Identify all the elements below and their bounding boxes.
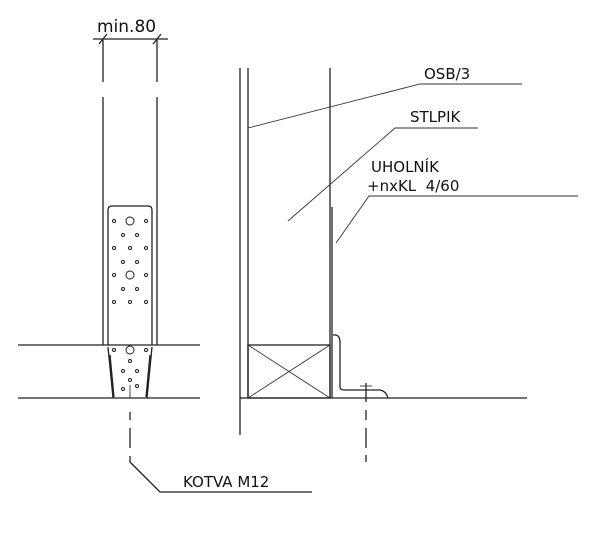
- sill-beam: [247, 344, 331, 399]
- post-label: STLPIK: [410, 108, 462, 126]
- dimension-label: min.80: [97, 17, 156, 37]
- angle-leader: [335, 195, 578, 244]
- bracket-holes: [112, 216, 148, 391]
- right-section-view: OSB/3 STLPIK UHOLNÍK +nxKL 4/60: [239, 65, 578, 462]
- bracket-plate: [107, 205, 153, 345]
- angle-label-line1: UHOLNÍK: [371, 157, 440, 176]
- osb-leader: [247, 83, 522, 129]
- angle-label-line2: +nxKL 4/60: [367, 177, 459, 195]
- anchor-label: KOTVA M12: [183, 473, 269, 491]
- post-leader: [287, 127, 478, 222]
- angle-bracket: [333, 334, 389, 399]
- left-section-view: min.80 KOTVA M12: [18, 17, 312, 493]
- anchor-leader: [129, 461, 312, 493]
- osb-label: OSB/3: [424, 65, 470, 83]
